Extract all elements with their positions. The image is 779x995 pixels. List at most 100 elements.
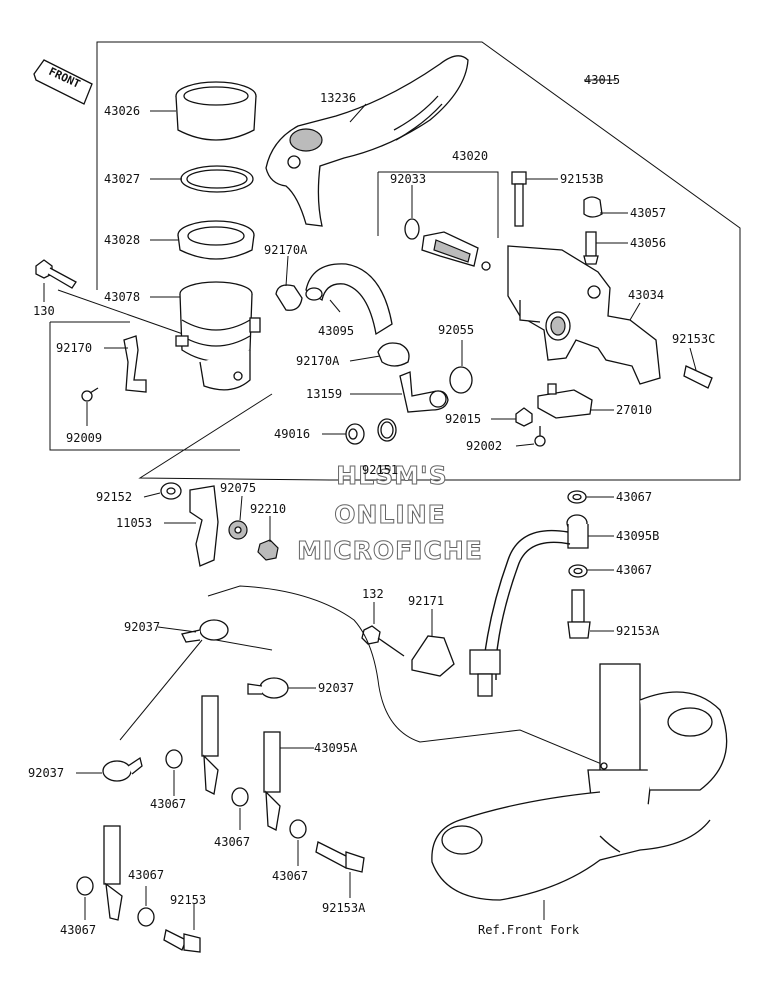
part-label: 92153B [560,172,603,186]
fitting-13159-drawing [399,371,449,413]
watermark-line-1: HLSM'S [336,461,447,490]
part-label: 27010 [616,403,652,417]
reservoir-hose-drawing [305,263,393,336]
banjo-fitting-drawing [566,514,589,549]
banjo-92037-upper-drawing [181,619,229,643]
part-label: 92170A [264,243,308,257]
part-label: 13159 [306,387,342,401]
part-label: 92153C [672,332,715,346]
part-label: 43067 [616,490,652,504]
part-label: 43020 [452,149,488,163]
banjo-bolt-upper-drawing [567,589,591,639]
brake-switch-drawing [537,383,593,419]
part-label: 92210 [250,502,286,516]
lower-brake-hose-middle-drawing [263,731,281,831]
part-label: 92055 [438,323,474,337]
part-label: 43015 [584,73,620,87]
assembly-frame [49,41,741,481]
part-label: 92151 [362,463,398,477]
clamp-bolt-drawing [683,365,713,389]
part-labels: 43026 13236 43015 43027 43020 92033 9215… [28,73,715,937]
part-label: 92037 [124,620,160,634]
grommet-92075-drawing [228,520,248,540]
part-label: 92037 [28,766,64,780]
lower-brake-hose-left-drawing [201,695,219,795]
part-label: 43067 [60,923,96,937]
part-label: 132 [362,587,384,601]
hose-clamp-upper-drawing [275,284,303,311]
master-cylinder-body-drawing [507,245,661,385]
part-label: 92170A [296,354,340,368]
part-label: 43026 [104,104,140,118]
part-label: 43057 [630,206,666,220]
part-label: 43034 [628,288,664,302]
reservoir-cap-drawing [175,81,257,141]
watermark: HLSM'S ONLINE MICROFICHE [297,461,483,566]
upper-brake-hose-drawing [469,529,571,697]
part-label: 43056 [630,236,666,250]
leader-lines [43,79,697,930]
screw-92002-drawing [534,426,546,447]
watermark-line-3: MICROFICHE [297,536,483,565]
collar-92152-drawing [160,482,182,500]
lower-brake-hose-right-drawing [103,825,123,921]
part-label: 43095 [318,324,354,338]
part-label: 49016 [274,427,310,441]
part-label: 43095B [616,529,659,543]
bracket-11053-drawing [189,485,219,567]
part-label: 43067 [272,869,308,883]
circlip-92151-drawing [377,418,397,442]
nut-92015-drawing [515,407,533,427]
part-label: 43027 [104,172,140,186]
bleeder-valve-drawing [583,231,599,265]
watermark-line-2: ONLINE [334,500,445,529]
hose-clamp-92171-drawing [411,635,455,677]
part-label: 92075 [220,481,256,495]
grommet-drawing [345,423,365,445]
part-label: 92170 [56,341,92,355]
part-label: 11053 [116,516,152,530]
part-label: 92015 [445,412,481,426]
bracket-92170-drawing [123,335,147,393]
part-label: 92152 [96,490,132,504]
washers-43067-lower-drawing [76,749,307,927]
part-label: 92153A [616,624,660,638]
diaphragm-plate-drawing [180,165,254,193]
part-label: 92153A [322,901,366,915]
pivot-bolt-drawing [511,171,527,227]
diaphragm-drawing [177,220,255,260]
part-label: 92009 [66,431,102,445]
banjo-bolt-lower-right-drawing [315,841,365,873]
washer-43067-mid-drawing [568,564,588,578]
part-label: 92037 [318,681,354,695]
part-label: 13236 [320,91,356,105]
part-label: 92153 [170,893,206,907]
banjo-bolt-lower-left-drawing [163,929,201,953]
o-ring-drawing [449,366,473,394]
screw-92009-drawing [81,387,99,402]
part-label: 43067 [150,797,186,811]
front-fork-drawing [431,663,728,901]
part-label: 92171 [408,594,444,608]
banjo-92037-middle-drawing [247,677,289,699]
hose-clamp-lower-drawing [377,342,410,367]
part-label: 92002 [466,439,502,453]
part-label: 92033 [390,172,426,186]
banjo-92037-lower-drawing [102,756,143,782]
part-label: 130 [33,304,55,318]
reservoir-body-drawing [175,281,261,391]
part-label: 43067 [214,835,250,849]
washer-43067-upper-drawing [567,490,587,504]
front-direction-badge: FRONT [33,59,93,105]
part-label: 43028 [104,233,140,247]
brake-lever-drawing [265,55,469,227]
reference-note: Ref.Front Fork [478,923,580,937]
piston-assembly-drawing [404,218,491,271]
part-label: 43067 [128,868,164,882]
nut-92210-drawing [257,539,279,561]
bleeder-cap-drawing [583,196,603,218]
bolt-132-drawing [361,625,405,657]
parts-illustration [35,55,728,953]
bolt-130-drawing [35,259,77,289]
